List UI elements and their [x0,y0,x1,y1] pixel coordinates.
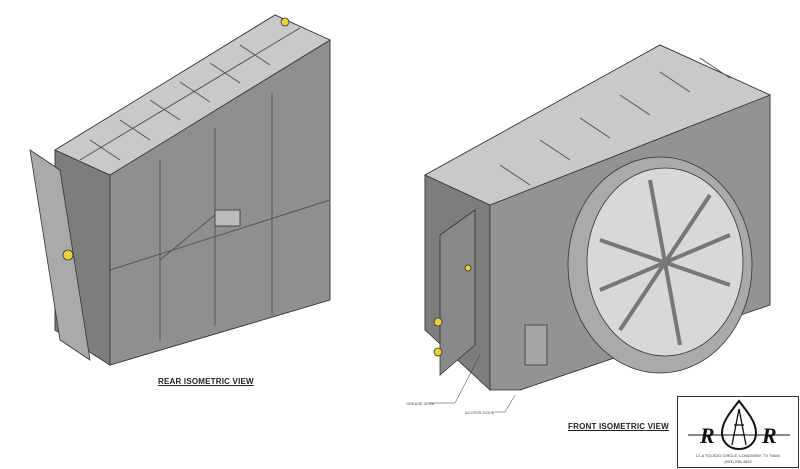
front-view-title: FRONT ISOMETRIC VIEW [568,422,669,431]
callout-access-door: ACCESS DOOR [465,410,495,415]
company-logo: R R [688,399,790,451]
title-block: R R 17-A TOLEDO CIRCLE, LONGVIEW, TX 756… [677,396,799,468]
front-isometric-unit [424,44,772,413]
company-address: 17-A TOLEDO CIRCLE, LONGVIEW, TX 75604 [695,453,781,458]
rear-isometric-unit [29,14,331,366]
rear-view-title: REAR ISOMETRIC VIEW [158,377,254,386]
callout-grease-zerk: GREASE ZERK [406,401,435,406]
company-phone: (903) 236-4822 [724,459,752,464]
